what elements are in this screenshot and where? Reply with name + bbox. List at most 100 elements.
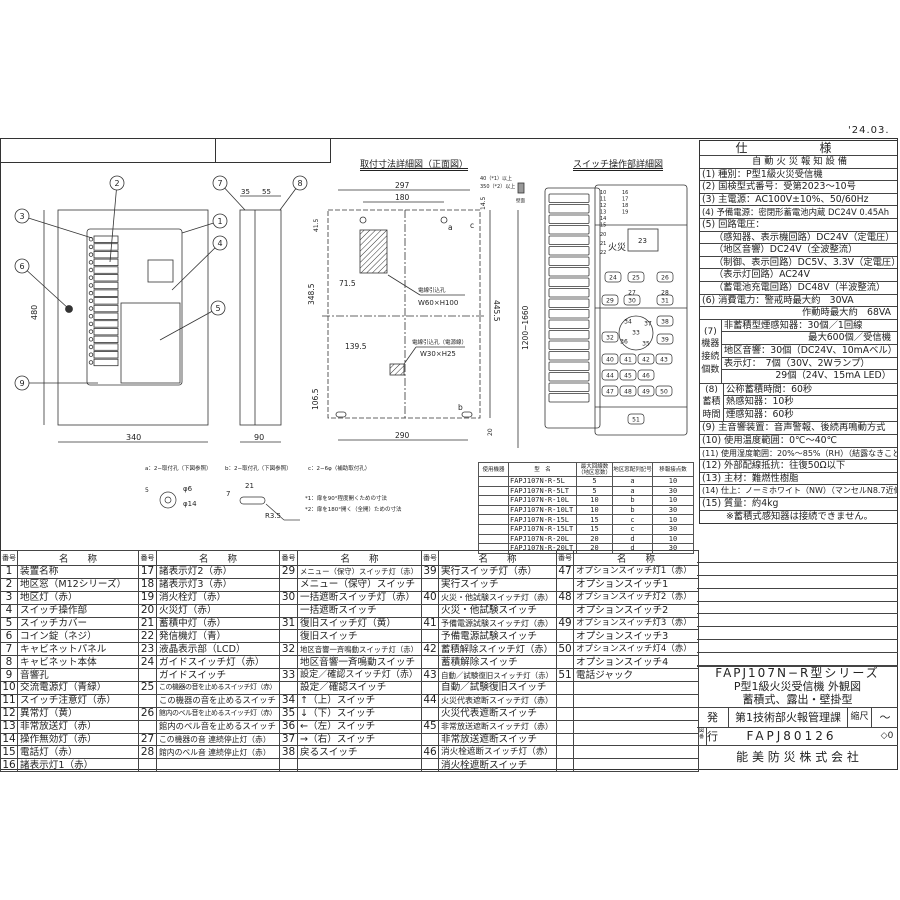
dim-14-5: 14.5 [480, 196, 487, 210]
switch-number: 29 [606, 298, 614, 305]
switch-number: 48 [624, 389, 632, 396]
switch-45: 45 [619, 369, 637, 381]
zone-window [93, 243, 119, 251]
part-name: 非常放送灯（赤） [17, 719, 139, 734]
part-number: 6 [0, 629, 18, 644]
model-col-header: 地区窓配列記号 [612, 462, 653, 477]
model-cell: b [612, 495, 653, 506]
part-number: 24 [138, 655, 157, 670]
part-name: メニュー（保守）スイッチ [297, 577, 422, 592]
switch-31: 31 [656, 294, 674, 306]
spec-title: 仕 様 [700, 141, 897, 156]
hole-a-label: a [448, 223, 453, 232]
model-cell: d [612, 533, 653, 545]
callout-2: 2 [109, 175, 125, 191]
part-number: 47 [556, 565, 574, 579]
switch-30: 30 [623, 294, 641, 306]
spec-row: （表示灯回路）AC24V [700, 269, 897, 282]
zone-window [548, 351, 590, 361]
hole-b-21: 21 [245, 482, 254, 490]
model-cell: 10 [652, 495, 694, 506]
lamp-number: 18 [622, 203, 628, 209]
switch-number: 40 [606, 357, 614, 364]
dim-106-5: 106.5 [311, 388, 320, 410]
part-number: 50 [556, 642, 574, 657]
parts-no-header: 番号 [556, 550, 574, 566]
part-name: 戻るスイッチ [297, 745, 422, 760]
switch-number: 50 [660, 389, 668, 396]
zone-window [548, 298, 590, 308]
part-name [573, 681, 699, 695]
part-name: 自動／試験復旧スイッチ灯（赤） [438, 668, 557, 683]
switch-42: 42 [637, 353, 655, 365]
spec-row: (1) 種別：P型1級火災受信機 [700, 169, 897, 182]
lamp-number: 15 [600, 223, 606, 229]
lamp-number: 14 [600, 216, 606, 222]
part-name: 復旧スイッチ [297, 629, 422, 644]
switch-43: 43 [655, 353, 673, 365]
callout-8: 8 [292, 175, 308, 191]
spec-group-7: (7) 機器 接続 個数 非蓄積型煙感知器：30個／1回線 最大600個／受信機… [700, 319, 897, 384]
zone-window [548, 361, 590, 371]
dim-180: 180 [395, 193, 410, 202]
part-name: この機器の音 連続停止灯（赤） [156, 732, 280, 747]
part-number [279, 603, 298, 618]
part-number: 40 [421, 590, 439, 605]
model-cell: 10 [576, 504, 613, 516]
cable-hole-2-label: 電線引込孔（電源線） [412, 338, 467, 346]
blank-row [697, 614, 898, 628]
spec-row: (2) 国検型式番号：受第2023〜10号 [700, 181, 897, 194]
note-1: *1：扉を90°程度開くための寸法 [305, 494, 387, 502]
lamp-number: 22 [600, 250, 606, 256]
mounting-drawing-title: 取付寸法詳細図（正面図） [360, 160, 469, 170]
part-name: オプションスイッチ灯2（赤） [573, 590, 699, 605]
parts-name-header: 名 称 [438, 550, 557, 566]
model-cell: a [612, 485, 653, 497]
part-name: 蓄積解除スイッチ [438, 655, 557, 670]
part-number [556, 681, 574, 695]
clearance-2: 350（*2）以上 [480, 183, 515, 190]
part-number: 39 [421, 565, 439, 579]
switch-number: 42 [642, 357, 650, 364]
part-name: 地区音響一斉鳴動スイッチ灯（赤） [297, 642, 422, 657]
zone-window [93, 258, 119, 267]
lcd-display [147, 259, 174, 283]
part-name: ガイドスイッチ [156, 668, 280, 683]
part-name: 実行スイッチ [438, 577, 557, 592]
inner-panel [86, 228, 183, 386]
model-cell: 5 [576, 476, 613, 487]
blank-row [697, 627, 898, 641]
model-cell: 15 [576, 523, 613, 535]
dim-71-5: 71.5 [339, 279, 356, 288]
model-cell: 30 [652, 504, 694, 516]
model-col-header: 型 名 [508, 462, 577, 477]
zone-window [548, 204, 590, 214]
switch-44: 44 [601, 369, 619, 381]
switch-29: 29 [601, 294, 619, 306]
part-number [421, 577, 439, 592]
part-name: オプションスイッチ灯4（赤） [573, 642, 699, 657]
part-name: 火災代表遮断スイッチ [438, 706, 557, 721]
spec-row: （制御、表示回路）DC5V、3.3V（定電圧） [700, 257, 897, 270]
switch-number: 41 [624, 357, 632, 364]
part-number: 23 [138, 642, 157, 657]
part-name: 音響孔 [17, 668, 139, 683]
part-name: 設定／確認スイッチ [297, 681, 422, 695]
part-name: 諸表示灯1（赤） [17, 758, 139, 773]
hole-a-5: 5 [145, 487, 149, 494]
zone-window [548, 246, 590, 256]
part-number [279, 577, 298, 592]
part-number: 32 [279, 642, 298, 657]
model-cell [478, 523, 509, 535]
part-name: 諸表示灯2（赤） [156, 565, 280, 579]
spec-row: 煙感知器：60秒 [726, 408, 794, 420]
part-name: 蓄積中灯（赤） [156, 616, 280, 631]
callout-number: 4 [217, 239, 222, 248]
